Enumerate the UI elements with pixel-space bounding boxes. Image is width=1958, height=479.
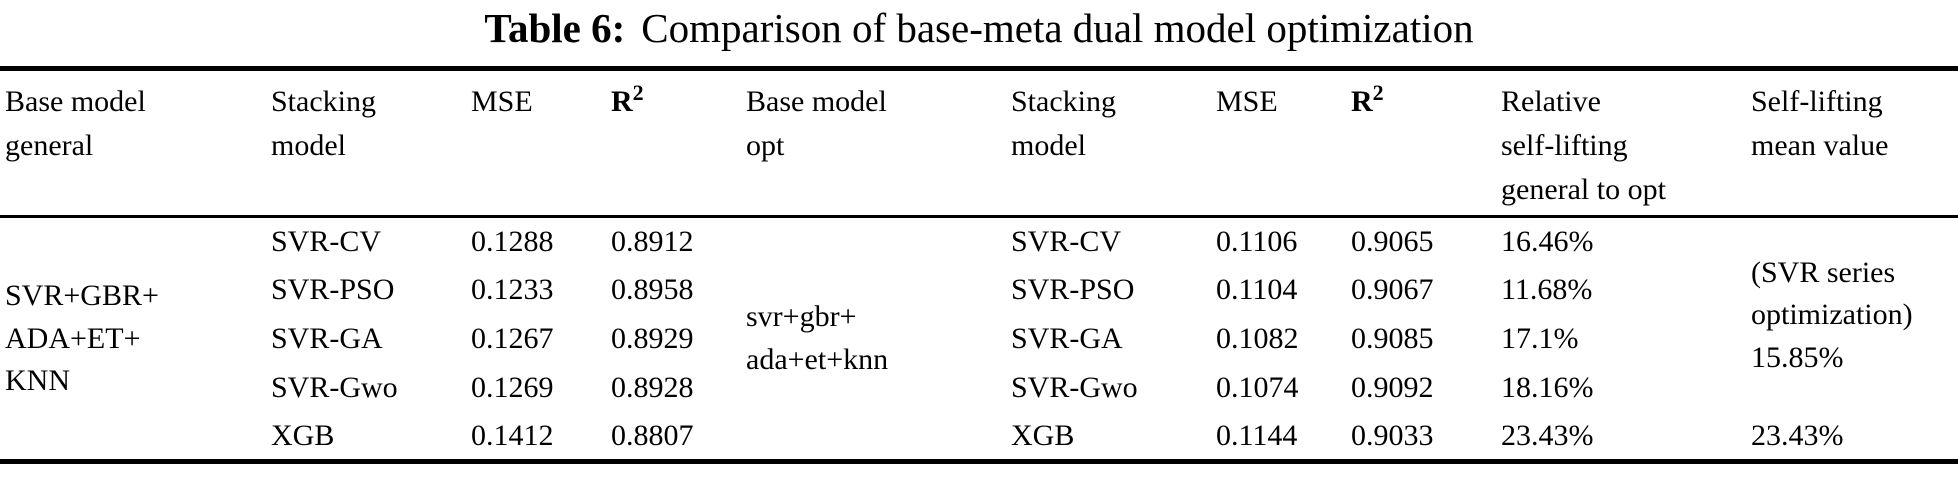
cell-r2-1: 0.8929	[611, 322, 694, 356]
col-header-self-lifting-mean: Self-lifting mean value	[1745, 68, 1958, 219]
cell-stacking-model-2: SVR-CV	[1011, 224, 1122, 258]
cell-mse-1: 0.1269	[471, 371, 554, 405]
cell-stacking-model-1: SVR-PSO	[271, 273, 395, 307]
r2-symbol: R	[611, 85, 633, 118]
cell-mse-1: 0.1412	[471, 418, 554, 452]
table-caption: Table 6: Comparison of base-meta dual mod…	[0, 0, 1958, 66]
cell-r2-1: 0.8928	[611, 371, 694, 405]
cell-stacking-model-2: SVR-GA	[1011, 322, 1123, 356]
cell-mse-2: 0.1144	[1216, 418, 1298, 452]
cell-base-model-general: SVR+GBR+ ADA+ET+ KNN	[5, 279, 159, 398]
table-row: SVR-PSO 0.1233 0.8958 SVR-PSO 0.1104 0.9…	[0, 266, 1958, 315]
r2-exponent: 2	[632, 80, 644, 105]
cell-r2-2: 0.9092	[1351, 371, 1434, 405]
table-row: SVR-Gwo 0.1269 0.8928 SVR-Gwo 0.1074 0.9…	[0, 364, 1958, 413]
cell-base-model-opt: svr+gbr+ ada+et+knn	[746, 300, 889, 376]
col-header-base-model-general: Base model general	[0, 68, 265, 219]
col-header-stacking-model-1: Stacking model	[265, 68, 465, 219]
cell-self-lifting-mean-group: (SVR series optimization) 15.85%	[1751, 255, 1913, 374]
cell-stacking-model-2: SVR-PSO	[1011, 273, 1135, 307]
cell-r2-2: 0.9067	[1351, 273, 1434, 307]
table-row: SVR-GA 0.1267 0.8929 SVR-GA 0.1082 0.908…	[0, 315, 1958, 364]
cell-mse-2: 0.1082	[1216, 322, 1299, 356]
table-caption-text: Comparison of base-meta dual model optim…	[641, 5, 1474, 51]
cell-stacking-model-2: XGB	[1011, 418, 1075, 452]
table-caption-label: Table 6:	[484, 5, 626, 51]
table-row: SVR+GBR+ ADA+ET+ KNN SVR-CV 0.1288 0.891…	[0, 217, 1958, 397]
r2-exponent: 2	[1372, 80, 1384, 105]
comparison-table: Base model general Stacking model MSE R2…	[0, 66, 1958, 465]
cell-relative-lift: 17.1%	[1501, 322, 1579, 356]
cell-r2-2: 0.9065	[1351, 224, 1434, 258]
cell-stacking-model-1: SVR-CV	[271, 224, 382, 258]
cell-stacking-model-1: SVR-Gwo	[271, 371, 398, 405]
header-row: Base model general Stacking model MSE R2…	[0, 68, 1958, 219]
cell-relative-lift: 23.43%	[1501, 418, 1594, 452]
cell-relative-lift: 16.46%	[1501, 224, 1594, 258]
cell-r2-1: 0.8958	[611, 273, 694, 307]
col-header-mse-1: MSE	[465, 68, 605, 219]
cell-mse-2: 0.1106	[1216, 224, 1298, 258]
col-header-relative-self-lifting: Relative self-lifting general to opt	[1495, 68, 1745, 219]
cell-stacking-model-1: SVR-GA	[271, 322, 383, 356]
table-row: XGB 0.1412 0.8807 XGB 0.1144 0.9033 23.4…	[0, 413, 1958, 462]
cell-mse-2: 0.1074	[1216, 371, 1299, 405]
col-header-base-model-opt: Base model opt	[740, 68, 1005, 219]
cell-r2-2: 0.9085	[1351, 322, 1434, 356]
cell-stacking-model-1: XGB	[271, 418, 335, 452]
cell-self-lifting-mean-last: 23.43%	[1751, 418, 1844, 452]
cell-mse-1: 0.1267	[471, 322, 554, 356]
cell-r2-1: 0.8807	[611, 418, 694, 452]
col-header-r2-1: R2	[605, 68, 740, 219]
cell-relative-lift: 18.16%	[1501, 371, 1594, 405]
cell-mse-1: 0.1233	[471, 273, 554, 307]
cell-mse-2: 0.1104	[1216, 273, 1298, 307]
cell-stacking-model-2: SVR-Gwo	[1011, 371, 1138, 405]
cell-mse-1: 0.1288	[471, 224, 554, 258]
cell-r2-2: 0.9033	[1351, 418, 1434, 452]
col-header-r2-2: R2	[1345, 68, 1495, 219]
col-header-stacking-model-2: Stacking model	[1005, 68, 1210, 219]
r2-symbol: R	[1351, 85, 1373, 118]
cell-relative-lift: 11.68%	[1501, 273, 1593, 307]
col-header-mse-2: MSE	[1210, 68, 1345, 219]
cell-r2-1: 0.8912	[611, 224, 694, 258]
